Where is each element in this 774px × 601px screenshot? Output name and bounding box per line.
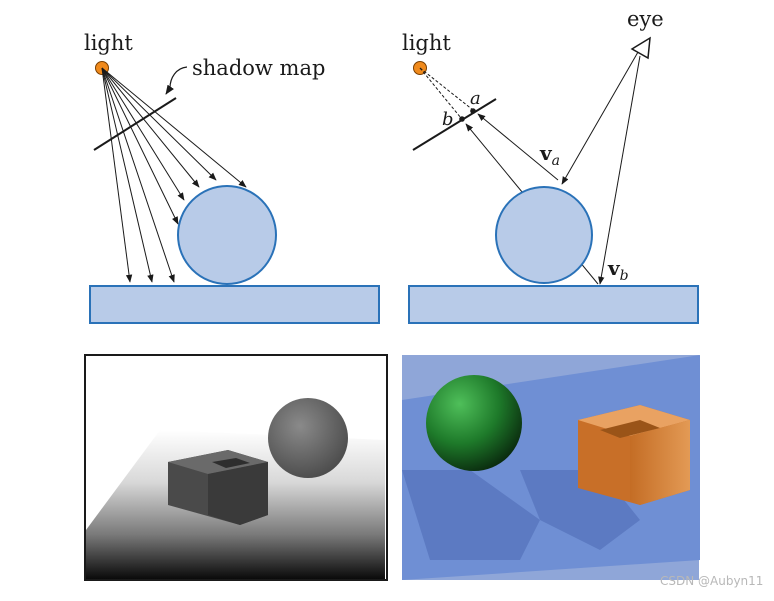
green-sphere — [426, 375, 522, 471]
point-b-label: b — [442, 109, 454, 130]
vb-label: vb — [607, 256, 629, 284]
ray-8 — [101, 67, 247, 188]
rendered-scene-image — [402, 355, 700, 580]
ray-6 — [101, 67, 200, 188]
ray-2 — [101, 67, 154, 283]
right-light-label: light — [402, 31, 451, 55]
left-sphere — [177, 185, 277, 285]
point-a-label: a — [470, 88, 481, 109]
watermark: CSDN @Aubyn11 — [660, 574, 763, 588]
depth-box — [168, 450, 268, 525]
ray-7 — [101, 67, 217, 181]
eye-label: eye — [627, 7, 664, 31]
ray-3 — [101, 67, 175, 283]
ray-4 — [101, 67, 179, 225]
shadow-map-leader-arrow — [165, 66, 188, 95]
sphere-shadow — [402, 470, 540, 560]
right-ground-plane — [408, 285, 699, 324]
right-sphere — [495, 186, 593, 284]
left-light-rays — [101, 67, 247, 283]
light-ray-b-dashed — [419, 67, 462, 119]
eye-icon — [630, 36, 651, 60]
orange-box — [578, 405, 690, 505]
depth-sphere — [268, 398, 348, 478]
depth-map-image — [84, 354, 388, 581]
shadow-map-label: shadow map — [192, 56, 325, 80]
point-a — [470, 108, 476, 114]
left-diagram: light shadow map — [84, 31, 380, 324]
left-ground-plane — [89, 285, 380, 324]
light-ray-a-dashed — [419, 67, 474, 111]
ray-5 — [101, 67, 185, 201]
left-light-label: light — [84, 31, 133, 55]
va-projection-arrow — [477, 113, 559, 181]
right-diagram: light eye a b va vb — [402, 7, 699, 324]
shadow-map-plane — [93, 97, 177, 151]
ray-1 — [101, 67, 133, 283]
right-shadow-map-plane — [412, 98, 497, 151]
va-label: va — [539, 141, 560, 169]
eye-ray-to-va — [561, 51, 639, 185]
point-b — [459, 116, 465, 122]
eye-ray-to-vb — [598, 55, 641, 285]
